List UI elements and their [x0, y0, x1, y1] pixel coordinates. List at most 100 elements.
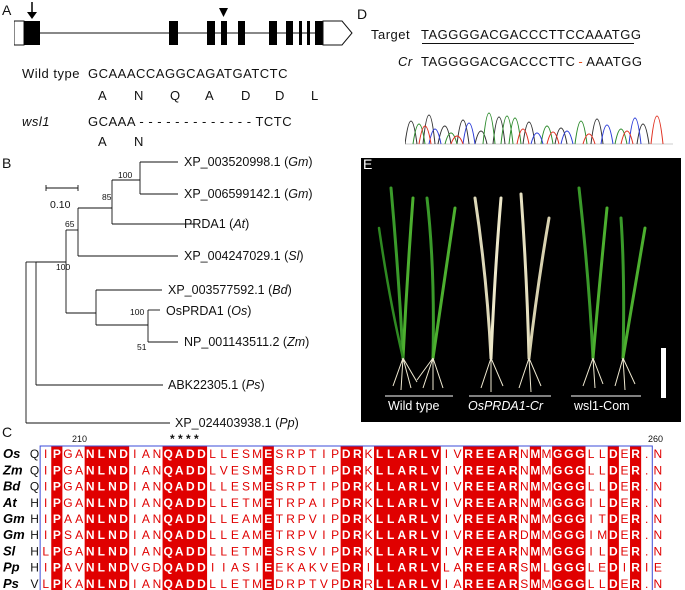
- residue: R: [631, 577, 640, 590]
- residue: N: [108, 561, 117, 575]
- residue: D: [342, 447, 351, 461]
- residue: R: [409, 512, 418, 526]
- residue: A: [175, 561, 184, 575]
- residue: A: [75, 463, 83, 477]
- residue: E: [264, 544, 272, 558]
- exon-9: [307, 21, 310, 45]
- residue: K: [364, 447, 372, 461]
- residue: R: [509, 577, 518, 590]
- residue: A: [175, 544, 184, 558]
- residue: P: [331, 544, 339, 558]
- residue: R: [631, 480, 640, 494]
- residue: N: [108, 512, 117, 526]
- residue: D: [186, 577, 195, 590]
- residue: H: [30, 496, 39, 510]
- tree-taxon: OsPRDA1 (Os): [166, 304, 252, 318]
- residue: A: [398, 561, 407, 575]
- residue: G: [564, 561, 573, 575]
- residue: V: [453, 512, 461, 526]
- residue: S: [275, 447, 283, 461]
- residue: I: [589, 528, 592, 542]
- residue: R: [631, 496, 640, 510]
- residue: E: [620, 577, 628, 590]
- residue: E: [476, 544, 484, 558]
- residue: T: [242, 496, 250, 510]
- residue: T: [309, 463, 317, 477]
- residue: I: [255, 561, 258, 575]
- residue: I: [322, 447, 325, 461]
- residue: K: [364, 528, 372, 542]
- residue: R: [286, 447, 295, 461]
- target-label: Target: [371, 27, 411, 42]
- exon-3: [207, 21, 215, 45]
- residue: I: [322, 544, 325, 558]
- residue: R: [409, 447, 418, 461]
- residue: G: [63, 447, 72, 461]
- residue: V: [431, 512, 439, 526]
- residue: V: [453, 480, 461, 494]
- residue: L: [209, 544, 216, 558]
- residue: R: [353, 577, 362, 590]
- residue: I: [445, 512, 448, 526]
- residue: T: [276, 528, 284, 542]
- panel-label-a: A: [2, 2, 12, 18]
- wt-sequence: GCAAACCAGGCAGATGATCTC: [88, 66, 288, 81]
- residue: L: [387, 561, 394, 575]
- residue: A: [75, 544, 83, 558]
- residue: L: [98, 463, 105, 477]
- residue: I: [322, 463, 325, 477]
- residue: D: [609, 561, 618, 575]
- residue: M: [252, 496, 262, 510]
- identity-block: [84, 446, 130, 590]
- residue: I: [445, 480, 448, 494]
- residue: E: [476, 496, 484, 510]
- residue: M: [530, 561, 540, 575]
- residue: V: [431, 528, 439, 542]
- residue: A: [498, 496, 507, 510]
- residue: G: [575, 447, 584, 461]
- residue: L: [387, 544, 394, 558]
- residue: L: [420, 544, 427, 558]
- residue: M: [530, 528, 540, 542]
- residue: R: [286, 544, 295, 558]
- residue: E: [620, 447, 628, 461]
- cr-sequence: TAGGGGACGACCCTTC-AAATGG: [421, 54, 642, 69]
- residue: R: [464, 544, 473, 558]
- residue: H: [30, 512, 39, 526]
- residue: A: [142, 447, 150, 461]
- exon-5: [238, 21, 245, 45]
- residue: L: [42, 577, 49, 590]
- residue: D: [197, 528, 206, 542]
- residue: G: [141, 561, 150, 575]
- residue: L: [209, 512, 216, 526]
- residue: N: [86, 512, 95, 526]
- bootstrap-value: 100: [56, 262, 70, 272]
- residue: R: [464, 577, 473, 590]
- residue: I: [133, 528, 136, 542]
- residue: I: [133, 577, 136, 590]
- residue: L: [376, 544, 383, 558]
- residue: V: [31, 577, 39, 590]
- residue: E: [476, 528, 484, 542]
- residue: D: [119, 496, 128, 510]
- residue: R: [353, 544, 362, 558]
- residue: A: [75, 577, 83, 590]
- panel-label-e: E: [363, 156, 373, 172]
- residue: L: [387, 496, 394, 510]
- residue: D: [186, 496, 195, 510]
- residue: Q: [30, 447, 39, 461]
- residue: E: [264, 463, 272, 477]
- residue: I: [445, 528, 448, 542]
- residue: A: [64, 512, 72, 526]
- residue: E: [231, 577, 239, 590]
- residue: P: [298, 512, 306, 526]
- residue: L: [209, 463, 216, 477]
- residue: I: [322, 496, 325, 510]
- residue: A: [175, 577, 184, 590]
- residue: A: [398, 480, 407, 494]
- residue: D: [186, 512, 195, 526]
- mut-seq-start: GCAAA: [88, 114, 136, 129]
- residue: E: [231, 496, 239, 510]
- residue: G: [564, 496, 573, 510]
- residue: D: [609, 577, 618, 590]
